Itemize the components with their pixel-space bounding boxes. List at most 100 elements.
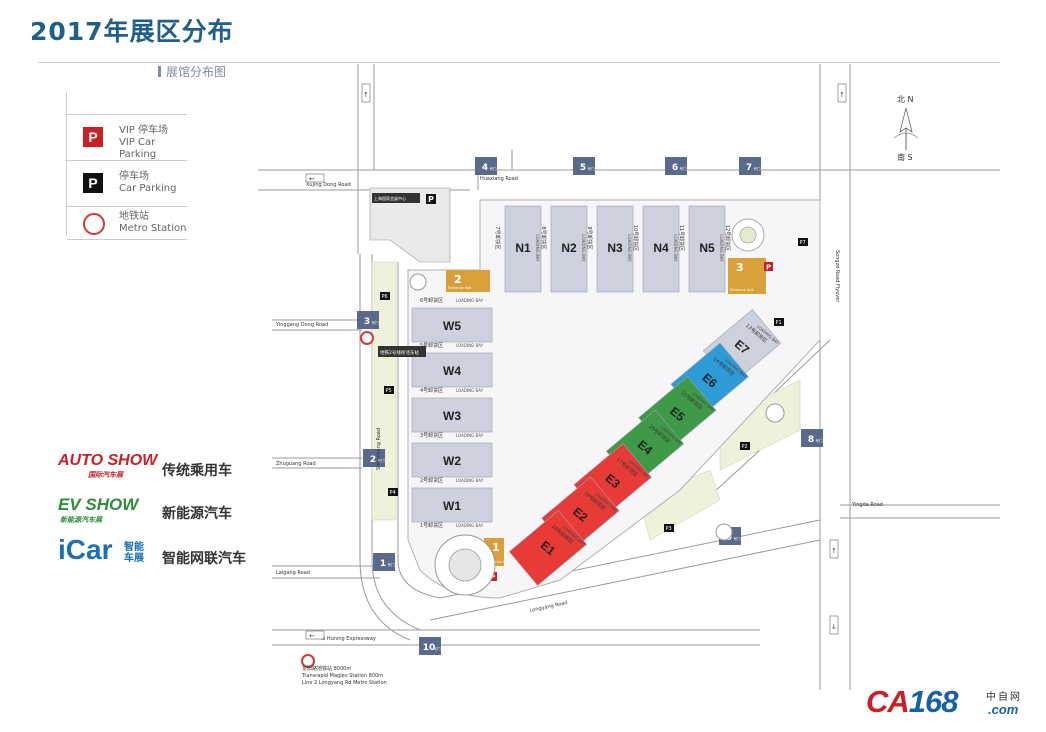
south-east-roundabout bbox=[715, 523, 733, 541]
office-block bbox=[369, 187, 451, 263]
svg-text:←: ← bbox=[309, 175, 315, 183]
road-direction-arrows: ← ← ↑ ↑ ↑ ↓ bbox=[305, 83, 847, 640]
hall-label: N1 bbox=[515, 241, 531, 255]
gate-4 bbox=[475, 157, 497, 175]
metro-station-label: 地铁2号线徐泾东站 bbox=[380, 349, 419, 356]
auto-show-label: 传统乘用车 bbox=[162, 463, 232, 479]
bottom-note-3: Line 2 Longyang Rd Metro Station bbox=[302, 680, 387, 686]
entrance-label: Entrance Hall bbox=[730, 288, 754, 292]
hall-label: W4 bbox=[443, 364, 461, 378]
ca168-logo-ca: CA bbox=[866, 684, 910, 719]
loading-bay-label: LOADING BAY bbox=[456, 388, 484, 393]
hall-n5 bbox=[688, 205, 726, 293]
loading-bay-label: LOADING BAY bbox=[673, 234, 678, 262]
road-label: Laigang Road bbox=[276, 570, 310, 576]
gate-suffix: 号门 bbox=[372, 320, 380, 325]
bay-label: 11号卸货区 bbox=[678, 225, 685, 251]
legend-parking: P 停车场 Car Parking bbox=[67, 160, 187, 209]
title-divider bbox=[38, 62, 1000, 63]
bay-label: 2号卸货区 bbox=[420, 477, 443, 484]
gate-number: 4 bbox=[482, 163, 488, 173]
ev-show-caption: 新能源汽车展 bbox=[60, 516, 102, 524]
arrow-down-icon bbox=[829, 615, 839, 635]
hall-label: N2 bbox=[561, 241, 577, 255]
parking-p2 bbox=[740, 442, 750, 450]
gate-number: 6 bbox=[672, 163, 678, 173]
gate-suffix: 号门 bbox=[816, 438, 824, 443]
parking-label: P3 bbox=[666, 526, 672, 532]
legend-vip-cn: VIP 停车场 bbox=[119, 125, 168, 136]
gate-10 bbox=[419, 637, 441, 655]
hall-label: W5 bbox=[443, 319, 461, 333]
gate-number: 10 bbox=[423, 643, 436, 653]
legend-parking-cn: 停车场 bbox=[119, 171, 149, 182]
legend-parking-en: Car Parking bbox=[119, 183, 177, 194]
bottom-note-2: Transrapid Maglev Station 800m bbox=[301, 673, 383, 679]
gate-suffix: 号门 bbox=[378, 458, 386, 463]
arrow-up-icon bbox=[837, 83, 847, 103]
road-label: Yingda Road bbox=[851, 502, 883, 508]
hall-n4 bbox=[642, 205, 680, 293]
loading-bay-label: LOADING BAY bbox=[627, 234, 632, 262]
page-title: 2017年展区分布 bbox=[30, 17, 234, 46]
hall-n1 bbox=[504, 205, 542, 293]
bottom-note-1: 龙阳路地铁站 8000m bbox=[302, 665, 351, 672]
map-subtitle: 展馆分布图 bbox=[166, 65, 227, 79]
svg-text:↑: ↑ bbox=[363, 91, 369, 99]
gate-number: 3 bbox=[364, 317, 370, 327]
bay-label: 4号卸货区 bbox=[420, 387, 443, 394]
legend: P VIP 停车场 VIP Car Parking P 停车场 Car Park… bbox=[66, 92, 187, 240]
svg-text:↑: ↑ bbox=[839, 91, 845, 99]
gate-7 bbox=[739, 157, 761, 175]
hall-n3 bbox=[596, 205, 634, 293]
hall-label: W3 bbox=[443, 409, 461, 423]
arrow-left-icon bbox=[305, 630, 325, 640]
office-parking-icon bbox=[426, 194, 436, 204]
svg-text:↓: ↓ bbox=[831, 623, 837, 631]
gate-1 bbox=[373, 553, 395, 571]
icar-caption: 智能车展 bbox=[124, 542, 144, 564]
svg-text:P: P bbox=[766, 264, 771, 272]
ca168-logo-num: 168 bbox=[908, 684, 959, 719]
svg-text:P: P bbox=[428, 195, 434, 204]
svg-text:↑: ↑ bbox=[831, 547, 837, 555]
loading-bay-label: LOADING BAY bbox=[456, 298, 484, 303]
loading-bay-label: LOADING BAY bbox=[456, 478, 484, 483]
entrance-number: 1 bbox=[492, 541, 500, 554]
gate-suffix: 号门 bbox=[490, 166, 498, 171]
gate-suffix: 号门 bbox=[588, 166, 596, 171]
brand-ev-show: EV SHOW 新能源汽车展 新能源汽车 bbox=[58, 495, 258, 529]
hall-label: N3 bbox=[607, 241, 623, 255]
arrow-up-icon bbox=[361, 83, 371, 103]
gate-suffix: 号门 bbox=[754, 166, 762, 171]
road-label: Yinggang Dong Road bbox=[275, 322, 328, 328]
road-label: Longyang Road bbox=[529, 600, 568, 614]
parking-label: P2 bbox=[742, 444, 748, 450]
gate-6 bbox=[665, 157, 687, 175]
gate-suffix: 号门 bbox=[388, 562, 396, 567]
bay-label: 1号卸货区 bbox=[420, 522, 443, 529]
legend-vip-parking: P VIP 停车场 VIP Car Parking bbox=[67, 114, 187, 163]
gate-number: 1 bbox=[380, 559, 386, 569]
gate-number: 5 bbox=[580, 163, 586, 173]
metro-icon-station bbox=[360, 331, 374, 345]
ev-show-label: 新能源汽车 bbox=[162, 506, 232, 522]
parking-p3 bbox=[664, 524, 674, 532]
entrance-hall-2 bbox=[446, 270, 490, 292]
entrance-hall-3 bbox=[728, 258, 766, 294]
bay-label: 8号卸货区 bbox=[540, 226, 547, 249]
gate-number: 8 bbox=[808, 435, 814, 445]
vip-parking-icon bbox=[764, 262, 773, 271]
bay-label: 6号卸货区 bbox=[420, 297, 443, 304]
hall-n2 bbox=[550, 205, 588, 293]
gate-number: 2 bbox=[370, 455, 376, 465]
parking-p6 bbox=[380, 292, 390, 300]
vip-parking-icon: P bbox=[83, 127, 103, 147]
bay-label: 7号卸货区 bbox=[494, 226, 501, 249]
svg-text:←: ← bbox=[309, 632, 315, 640]
brand-auto-show: AUTO SHOW 国际汽车展 传统乘用车 bbox=[58, 452, 258, 486]
parking-label: P7 bbox=[800, 240, 806, 246]
gate-2 bbox=[363, 449, 385, 467]
